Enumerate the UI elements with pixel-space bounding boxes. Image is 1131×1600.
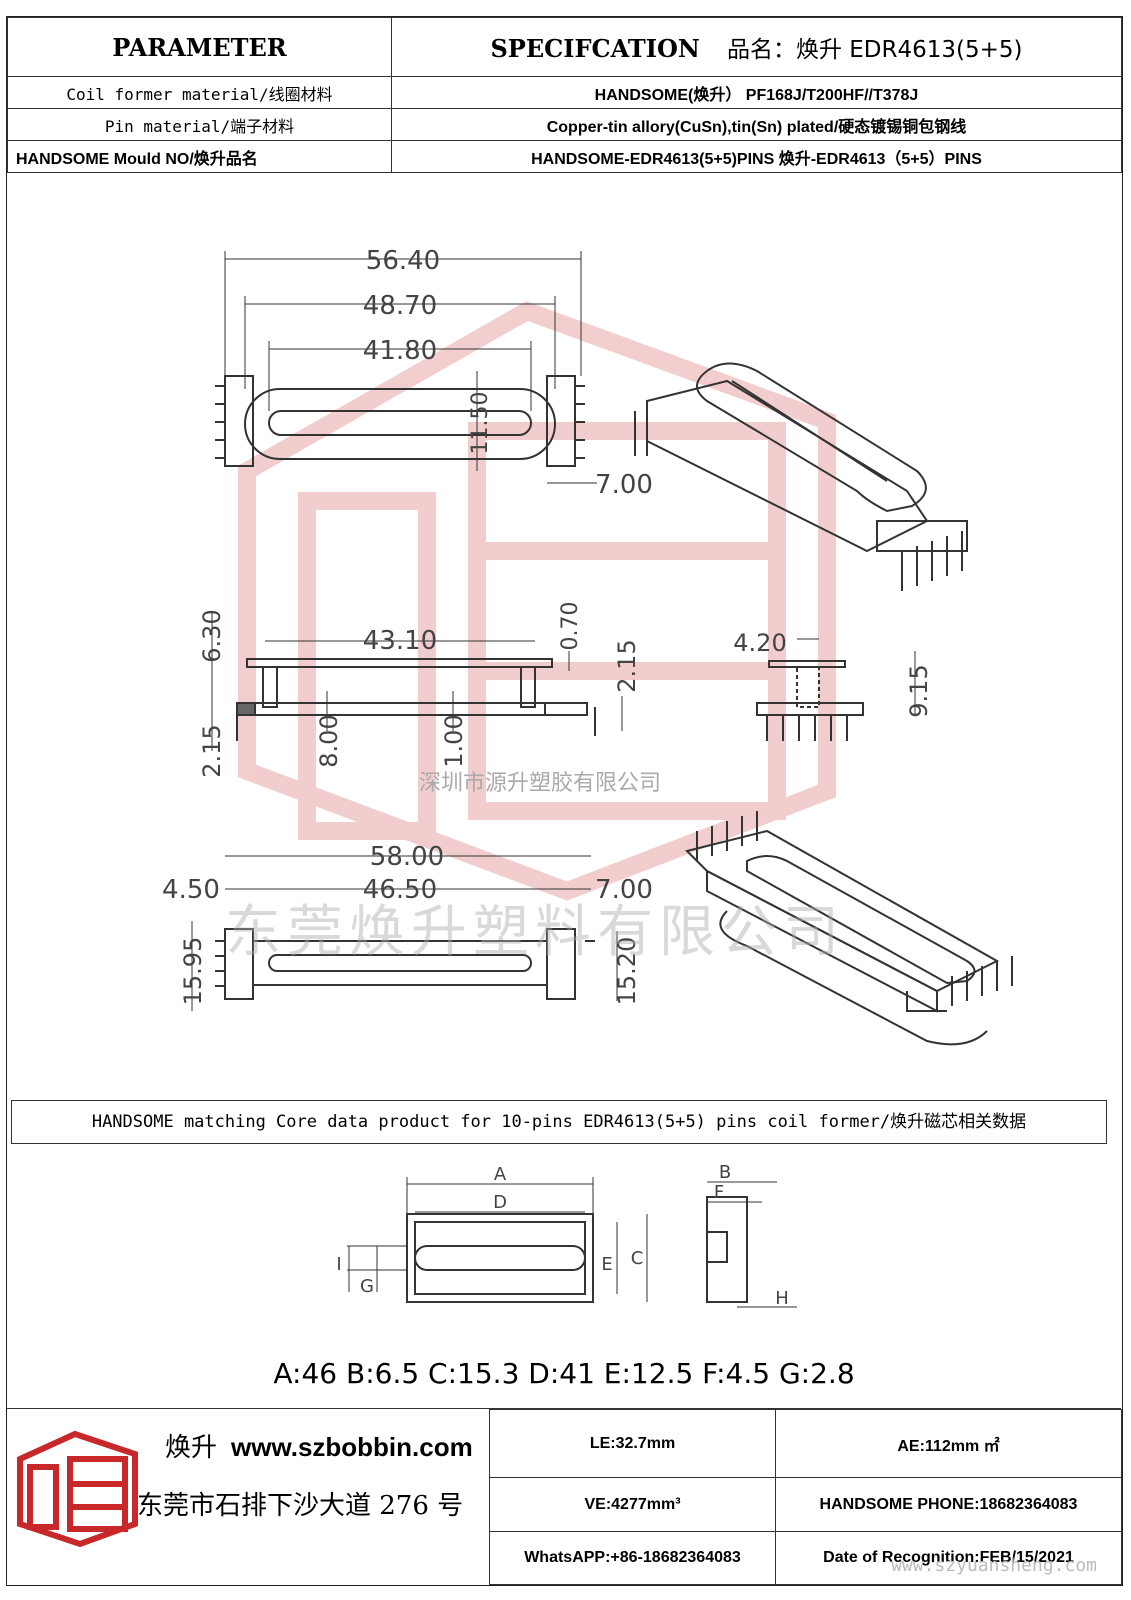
core-label-e: E (601, 1254, 612, 1275)
iso-view-top (634, 362, 968, 591)
core-label-d: D (493, 1192, 507, 1213)
brand-line: 焕升 www.szbobbin.com (165, 1427, 473, 1464)
core-values: A:46 B:6.5 C:15.3 D:41 E:12.5 F:4.5 G:2.… (273, 1357, 855, 1390)
phone-value: HANDSOME PHONE:18682364083 (775, 1477, 1122, 1532)
spec-table: PARAMETER SPECIFCATION 品名：焕升 EDR4613(5+5… (7, 17, 1122, 173)
core-drawing: A D B F I G E C H (336, 1162, 797, 1309)
mould-no-value: HANDSOME-EDR4613(5+5)PINS 焕升-EDR4613（5+5… (391, 140, 1122, 173)
ae-value: AE:112mm ㎡ (775, 1408, 1122, 1479)
footer: 焕升 www.szbobbin.com 东莞市石排下沙大道 276 号 LE:32… (7, 1408, 1122, 1586)
whatsapp-value: WhatsAPP:+86-18682364083 (489, 1530, 776, 1586)
dim-6-30: 6.30 (198, 609, 226, 662)
bottom-view (191, 855, 618, 1011)
website-link[interactable]: www.szbobbin.com (231, 1432, 473, 1462)
company-logo (17, 1430, 138, 1548)
dim-9-15: 9.15 (905, 664, 933, 717)
spec-title: SPECIFCATION (490, 34, 700, 63)
dim-7-00-top: 7.00 (595, 470, 653, 500)
ve-value: VE:4277mm³ (489, 1477, 776, 1532)
dim-7-00-bottom: 7.00 (595, 875, 653, 905)
dim-1-00: 1.00 (440, 714, 468, 767)
dim-15-20: 15.20 (613, 937, 641, 1006)
top-view (215, 251, 597, 484)
dim-43-10: 43.10 (363, 626, 437, 656)
pin-material-label: Pin material/端子材料 (7, 108, 392, 141)
dim-4-50: 4.50 (162, 875, 220, 905)
core-label-g: G (360, 1276, 374, 1297)
mould-no-label: HANDSOME Mould NO/焕升品名 (7, 140, 392, 173)
dim-2-15-right: 2.15 (613, 639, 641, 692)
dim-58-00: 58.00 (370, 842, 444, 872)
core-label-a: A (494, 1164, 507, 1185)
le-value: LE:32.7mm (489, 1408, 776, 1479)
coil-material-label: Coil former material/线圈材料 (7, 76, 392, 109)
watermark-company-large: 东莞焕升塑料有限公司 (225, 900, 845, 965)
watermark-url: www.szyuansheng.com (891, 1555, 1097, 1576)
company-address: 东莞市石排下沙大道 276 号 (137, 1491, 464, 1521)
coil-material-value: HANDSOME(焕升） PF168J/T200HF//T378J (391, 76, 1122, 109)
watermark-logo (238, 301, 836, 901)
dim-41-80: 41.80 (363, 336, 437, 366)
core-label-b: B (719, 1162, 731, 1183)
product-name: 品名：焕升 EDR4613(5+5) (726, 37, 1023, 63)
bobbin-technical-drawing: 56.40 48.70 41.80 11.50 7.00 (162, 246, 1013, 1046)
spec-header: SPECIFCATION 品名：焕升 EDR4613(5+5) (391, 17, 1122, 77)
side-view (211, 611, 623, 751)
spec-sheet: PARAMETER SPECIFCATION 品名：焕升 EDR4613(5+5… (6, 16, 1123, 1586)
brand-cn: 焕升 (165, 1433, 218, 1463)
dim-8-00: 8.00 (315, 714, 343, 767)
dim-46-50: 46.50 (363, 875, 437, 905)
core-data-title: HANDSOME matching Core data product for … (11, 1100, 1107, 1144)
end-view (756, 638, 916, 741)
date-value: Date of Recognition:FEB/15/2021 (775, 1530, 1122, 1586)
dim-48-70: 48.70 (363, 291, 437, 321)
pin-material-value: Copper-tin allory(CuSn),tin(Sn) plated/硬… (391, 108, 1122, 141)
dim-0-70: 0.70 (558, 602, 583, 651)
footer-logo-box: 焕升 www.szbobbin.com 东莞市石排下沙大道 276 号 (7, 1409, 489, 1585)
dim-4-20: 4.20 (733, 629, 786, 657)
dim-15-95: 15.95 (179, 937, 207, 1006)
core-label-h: H (775, 1288, 789, 1309)
watermark-company-small: 深圳市源升塑胶有限公司 (419, 771, 662, 796)
dim-56-40: 56.40 (366, 246, 440, 276)
core-label-f: F (714, 1182, 724, 1203)
footer-info-table: LE:32.7mm AE:112mm ㎡ VE:4277mm³ HANDSOME… (489, 1408, 1122, 1586)
iso-view-bottom (685, 811, 1013, 1046)
dim-11-50: 11.50 (468, 392, 493, 455)
parameter-header: PARAMETER (7, 17, 392, 77)
core-label-c: C (631, 1248, 644, 1269)
core-label-i: I (336, 1254, 341, 1275)
dim-2-15-left: 2.15 (198, 724, 226, 777)
